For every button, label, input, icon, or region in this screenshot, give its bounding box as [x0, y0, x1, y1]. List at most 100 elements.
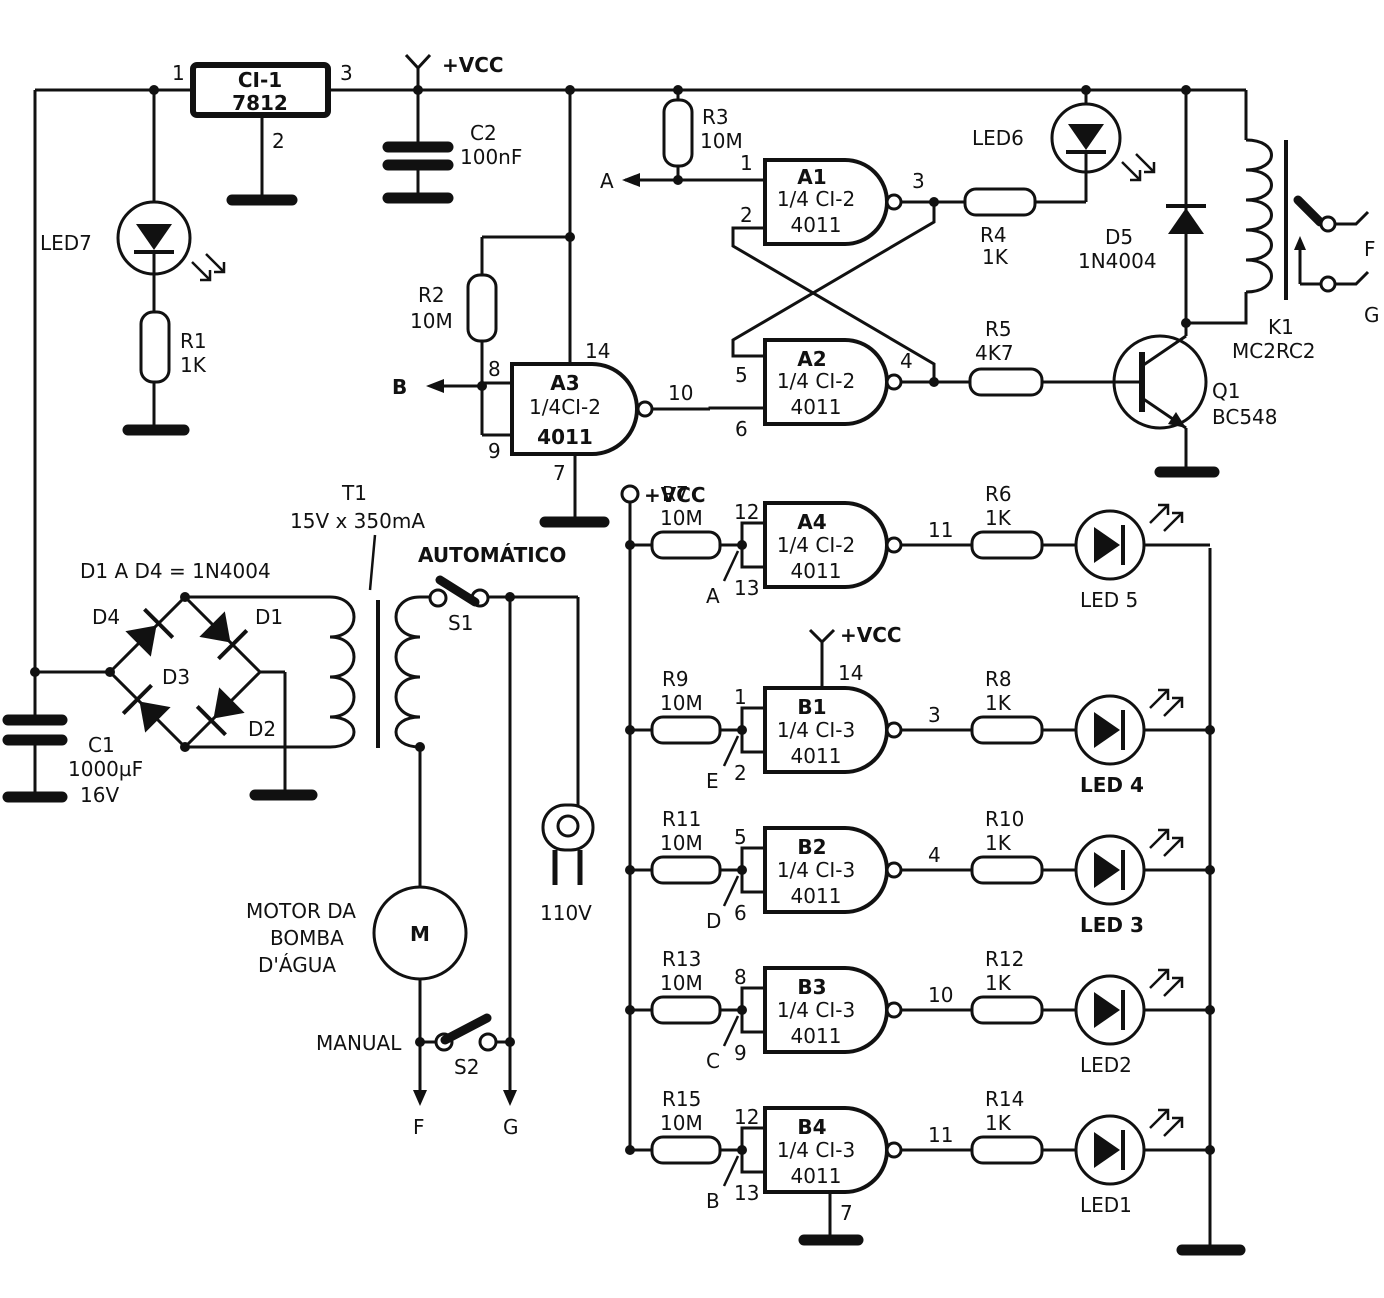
node-label: E — [706, 769, 719, 793]
output-resistor-ref: R6 — [985, 482, 1012, 506]
a1-type: 4011 — [791, 213, 842, 237]
t1-ref: T1 — [341, 481, 367, 505]
input-resistor — [650, 715, 722, 745]
input-resistor-ref: R7 — [662, 482, 689, 506]
output-resistor — [970, 715, 1044, 745]
gate-pin-out: 3 — [928, 703, 941, 727]
gate-name: B1 — [797, 695, 826, 719]
terminal-g: G — [503, 1115, 519, 1139]
input-resistor-ref: R9 — [662, 667, 689, 691]
output-resistor-ref: R10 — [985, 807, 1024, 831]
resistor-r5: R5 4K7 — [968, 317, 1115, 397]
r5-ref: R5 — [985, 317, 1012, 341]
gate-type: 4011 — [791, 884, 842, 908]
r1-value: 1K — [180, 353, 207, 377]
plug-110v: 110V — [540, 803, 595, 925]
k1-contact-g: G — [1364, 303, 1380, 327]
capacitor-c1: C1 1000µF 16V — [2, 714, 143, 807]
bridge-rectifier: D1 A D4 = 1N4004 D4 D1 D3 D2 — [35, 559, 330, 801]
input-resistor — [650, 855, 722, 885]
diode-d5: D5 1N4004 — [1078, 204, 1208, 273]
a1-pin2: 2 — [740, 203, 753, 227]
led-label: LED 3 — [1080, 913, 1144, 937]
gate-part: 1/4 CI-3 — [777, 1138, 855, 1162]
gate-pin-top: 1 — [734, 685, 747, 709]
b4-pin-gnd: 7 — [840, 1201, 853, 1225]
regulator-ci1: CI-1 7812 1 3 2 — [172, 61, 353, 206]
a1-pin3: 3 — [912, 169, 925, 193]
gate-type: 4011 — [791, 559, 842, 583]
latch-section: R3 10M A A1 1/4 CI-2 4011 1 2 3 A2 1/4 C… — [392, 85, 1380, 528]
a2-name: A2 — [797, 347, 826, 371]
gate-pin-out: 11 — [928, 518, 953, 542]
input-resistor-value: 10M — [660, 691, 703, 715]
transistor-q1: Q1 BC548 — [1112, 334, 1278, 478]
gate-pin-bottom: 13 — [734, 576, 759, 600]
r2-ref: R2 — [418, 283, 445, 307]
input-resistor-ref: R13 — [662, 947, 701, 971]
a3-pin8: 8 — [488, 357, 501, 381]
resistor-r1: R1 1K — [122, 310, 207, 436]
a1-part: 1/4 CI-2 — [777, 187, 855, 211]
output-resistor — [970, 1135, 1044, 1165]
switch-s2: MANUAL S2 F G — [316, 1013, 519, 1139]
gate-pin-top: 8 — [734, 965, 747, 989]
switch-s1: AUTOMÁTICO S1 — [418, 543, 580, 1040]
r4-value: 1K — [982, 245, 1009, 269]
motor-label-1: MOTOR DA — [246, 899, 356, 923]
capacitor-c2: C2 100nF — [382, 90, 522, 204]
vcc-arrow-top: +VCC — [404, 53, 504, 90]
a3-pin10: 10 — [668, 381, 693, 405]
node-label: C — [706, 1049, 720, 1073]
gate-name: A4 — [797, 510, 826, 534]
gate-pin-bottom: 13 — [734, 1181, 759, 1205]
node-b-label: B — [392, 375, 407, 399]
gate-part: 1/4 CI-2 — [777, 533, 855, 557]
t1-rating: 15V x 350mA — [290, 509, 425, 533]
regulator-pin-in: 1 — [172, 61, 185, 85]
gate-name: B2 — [797, 835, 826, 859]
gate-pin-out: 10 — [928, 983, 953, 1007]
d5-ref: D5 — [1105, 225, 1133, 249]
gate-a2: A2 1/4 CI-2 4011 5 6 4 — [735, 338, 913, 441]
gate-pin-top: 12 — [734, 1105, 759, 1129]
bridge-d1: D1 — [255, 605, 283, 629]
output-resistor-ref: R8 — [985, 667, 1012, 691]
node-a-label: A — [600, 169, 614, 193]
relay-k1: F G K1 MC2RC2 — [1186, 90, 1380, 363]
gate-type: 4011 — [791, 744, 842, 768]
a3-pin7: 7 — [553, 461, 566, 485]
node-label: A — [706, 584, 720, 608]
c1-ref: C1 — [88, 733, 115, 757]
output-resistor-ref: R12 — [985, 947, 1024, 971]
motor-label-3: D'ÁGUA — [258, 953, 336, 977]
s1-label: AUTOMÁTICO — [418, 543, 566, 567]
c1-voltage: 16V — [80, 783, 119, 807]
s1-ref: S1 — [448, 611, 473, 635]
bridge-d4: D4 — [92, 605, 120, 629]
gate-part: 1/4 CI-3 — [777, 718, 855, 742]
gate-pin-bottom: 2 — [734, 761, 747, 785]
gate-name: B4 — [797, 1115, 826, 1139]
gate-pin-bottom: 9 — [734, 1041, 747, 1065]
a2-pin5: 5 — [735, 363, 748, 387]
output-resistor-ref: R14 — [985, 1087, 1024, 1111]
c1-value: 1000µF — [68, 757, 143, 781]
a2-part: 1/4 CI-2 — [777, 369, 855, 393]
led7: LED7 — [40, 90, 226, 312]
k1-contact-f: F — [1364, 237, 1376, 261]
k1-part: MC2RC2 — [1232, 339, 1316, 363]
r5-value: 4K7 — [975, 341, 1014, 365]
k1-ref: K1 — [1268, 315, 1294, 339]
gate-pin-top: 12 — [734, 500, 759, 524]
b1-pin-vcc: 14 — [838, 661, 863, 685]
b1-vcc-label: +VCC — [840, 623, 902, 647]
a3-pin9: 9 — [488, 439, 501, 463]
output-resistor — [970, 855, 1044, 885]
led7-label: LED7 — [40, 231, 92, 255]
